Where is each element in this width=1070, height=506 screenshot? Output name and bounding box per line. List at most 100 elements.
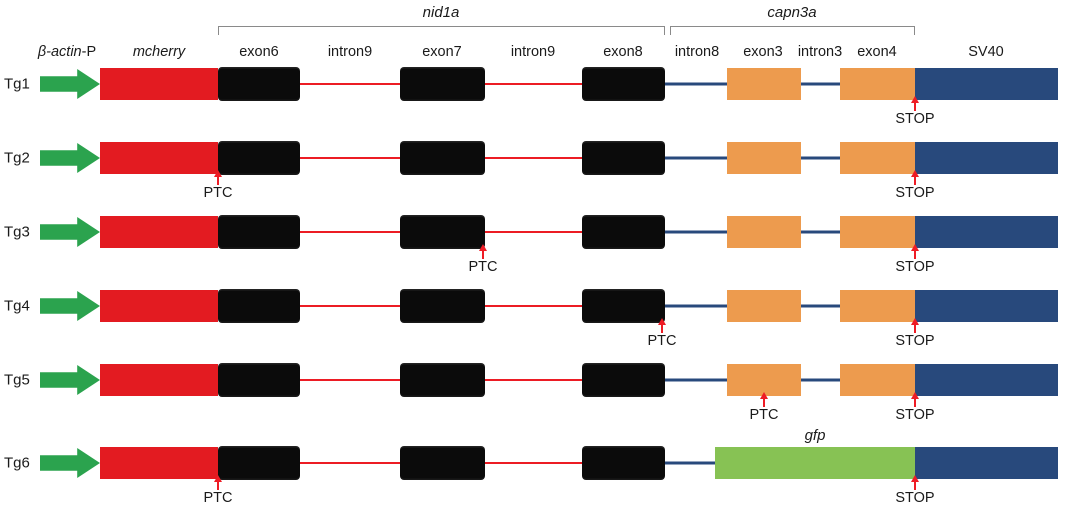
stop-marker-tg3: STOP [885,244,945,278]
sv40-block-tg6 [915,447,1058,479]
ptc-marker-tg2: PTC [188,170,248,204]
arrow-head-icon [911,170,919,177]
row-label-tg2: Tg2 [4,149,30,167]
marker-label: PTC [203,185,233,201]
marker-label: STOP [895,407,935,423]
marker-label: PTC [468,259,498,275]
exon6-block-tg5 [218,363,300,397]
promoter-arrow-tg4 [40,291,100,321]
intron9b-line-tg1 [485,83,582,85]
intron8-line-tg1 [665,82,727,86]
exon7-block-tg3 [400,215,485,249]
intron9b-line-tg3 [485,231,582,233]
intron8-line-tg4 [665,304,727,308]
stop-marker-tg1: STOP [885,96,945,130]
marker-label: STOP [895,333,935,349]
row-label-tg6: Tg6 [4,454,30,472]
exon6-block-tg6 [218,446,300,480]
arrow-stem-icon [914,250,916,259]
intron3-line-tg1 [801,82,840,86]
ptc-marker-tg5: PTC [734,392,794,426]
intron9b-line-tg6 [485,462,582,464]
column-label-intron8: intron8 [674,44,720,60]
sv40-block-tg4 [915,290,1058,322]
exon8-block-tg3 [582,215,665,249]
gfp-label-tg6: gfp [804,427,826,444]
mcherry-block-tg5 [100,364,218,396]
arrow-stem-icon [914,324,916,333]
arrow-stem-icon [914,102,916,111]
arrow-stem-icon [217,481,219,490]
exon4-block-tg3 [840,216,915,248]
column-label-exon4: exon4 [857,44,897,60]
arrow-head-icon [911,475,919,482]
promoter-arrow-tg3 [40,217,100,247]
intron8-line-tg2 [665,156,727,160]
arrow-stem-icon [217,176,219,185]
exon8-block-tg6 [582,446,665,480]
exon3-block-tg5 [727,364,801,396]
promoter-arrow-tg6 [40,448,100,478]
stop-marker-tg2: STOP [885,170,945,204]
mcherry-block-tg3 [100,216,218,248]
stop-marker-tg5: STOP [885,392,945,426]
intron9a-line-tg4 [300,305,400,307]
intron9a-line-tg2 [300,157,400,159]
ptc-marker-tg3: PTC [453,244,513,278]
promoter-arrow-tg1 [40,69,100,99]
column-label-exon3: exon3 [743,44,783,60]
exon3-block-tg4 [727,290,801,322]
arrow-head-icon [911,96,919,103]
column-label-exon8: exon8 [603,44,643,60]
marker-label: PTC [749,407,779,423]
intron9a-line-tg6 [300,462,400,464]
column-label-intron9-a: intron9 [327,44,373,60]
exon7-block-tg4 [400,289,485,323]
intron9b-line-tg4 [485,305,582,307]
sv40-block-tg1 [915,68,1058,100]
intron9b-line-tg2 [485,157,582,159]
column-label-promoter: β-actin-P [37,44,97,60]
arrow-head-icon [214,170,222,177]
intron3-line-tg3 [801,230,840,234]
column-label-intron9-b: intron9 [510,44,556,60]
arrow-head-icon [658,318,666,325]
arrow-head-icon [760,392,768,399]
exon8-block-tg1 [582,67,665,101]
gene-bracket-capn3a [670,26,915,35]
arrow-stem-icon [482,250,484,259]
intron8-line-tg3 [665,230,727,234]
arrow-stem-icon [661,324,663,333]
intron8-line-tg5 [665,378,727,382]
sv40-block-tg2 [915,142,1058,174]
promoter-arrow-tg5 [40,365,100,395]
exon8-block-tg4 [582,289,665,323]
exon6-block-tg4 [218,289,300,323]
exon8-block-tg5 [582,363,665,397]
intron3-line-tg4 [801,304,840,308]
exon6-block-tg1 [218,67,300,101]
intron8-line-tg6 [665,461,715,465]
exon4-block-tg2 [840,142,915,174]
mcherry-block-tg6 [100,447,218,479]
intron9a-line-tg1 [300,83,400,85]
intron3-line-tg2 [801,156,840,160]
mcherry-block-tg4 [100,290,218,322]
arrow-head-icon [911,244,919,251]
row-label-tg1: Tg1 [4,75,30,93]
marker-label: STOP [895,185,935,201]
marker-label: STOP [895,259,935,275]
exon6-block-tg3 [218,215,300,249]
mcherry-block-tg2 [100,142,218,174]
exon7-block-tg6 [400,446,485,480]
intron3-line-tg5 [801,378,840,382]
exon4-block-tg1 [840,68,915,100]
exon4-block-tg4 [840,290,915,322]
column-label-exon6: exon6 [239,44,279,60]
row-label-tg5: Tg5 [4,371,30,389]
ptc-marker-tg4: PTC [632,318,692,352]
gene-label-capn3a: capn3a [767,4,817,21]
exon7-block-tg5 [400,363,485,397]
column-label-mcherry: mcherry [132,44,186,60]
